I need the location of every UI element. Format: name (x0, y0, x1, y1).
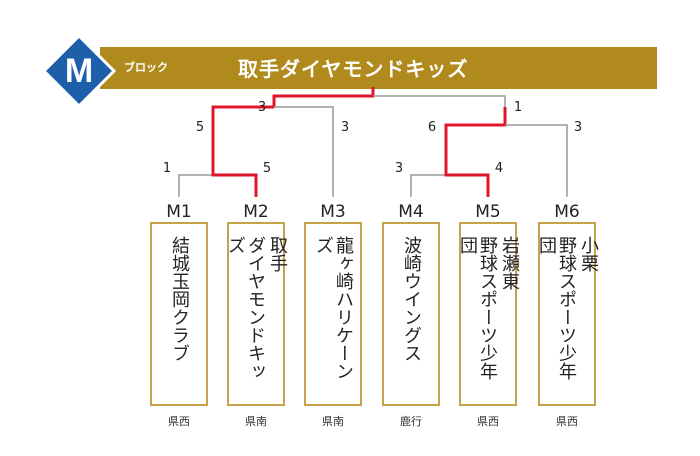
right-semi-loser-line (505, 124, 568, 197)
team-code-m6: M6 (554, 202, 580, 222)
team-code-m3: M3 (320, 202, 346, 222)
score-r1-m2: 5 (262, 161, 272, 176)
r1-right-loser-line (410, 174, 446, 197)
final-right-line (373, 95, 506, 107)
score-r2-right-m6: 3 (573, 120, 583, 135)
team-card-m6: 小栗 野球スポーツ少年団 (536, 222, 599, 406)
team-code-m1: M1 (166, 202, 192, 222)
region-m2: 県南 (245, 415, 267, 428)
block-letter: M (65, 52, 93, 90)
score-r2-right-winner: 6 (427, 120, 437, 135)
team-name: 結城玉岡クラブ (169, 236, 190, 362)
region-m1: 県西 (168, 415, 190, 428)
team-name-line-2: ダイヤモンドキッズ (225, 236, 266, 380)
team-card-m5: 岩瀬東 野球スポーツ少年団 (457, 222, 520, 406)
team-name-line-2: 野球スポーツ少年団 (457, 236, 498, 380)
team-name: 波崎ウイングス (401, 236, 422, 362)
team-name-line-1: 取手 (267, 236, 288, 272)
team-name-line-1: 岩瀬東 (499, 236, 520, 290)
team-name: 龍ヶ崎ハリケーンズ (313, 236, 354, 380)
block-banner (100, 47, 657, 89)
team-card-m4: 波崎ウイングス (382, 222, 440, 406)
score-r2-left-winner: 5 (195, 120, 205, 135)
score-r2-left-m3: 3 (340, 120, 350, 135)
score-r1-m4: 3 (394, 161, 404, 176)
r1-left-loser-line (178, 174, 213, 197)
region-m4: 鹿行 (400, 415, 422, 428)
team-code-m5: M5 (475, 202, 501, 222)
team-code-m2: M2 (243, 202, 269, 222)
team-name-line-1: 小栗 (578, 236, 599, 272)
team-card-m1: 結城玉岡クラブ (150, 222, 208, 406)
right-semi-winner-line (444, 107, 507, 162)
block-label: ブロック (124, 61, 168, 74)
block-title: 取手ダイヤモンドキッズ (238, 57, 469, 81)
final-left-line (272, 87, 375, 107)
left-semi-winner-line (211, 105, 274, 162)
score-r1-m1: 1 (162, 161, 172, 176)
team-code-m4: M4 (398, 202, 424, 222)
region-m6: 県西 (556, 415, 578, 428)
score-final-left: 3 (257, 100, 267, 115)
score-r1-m5: 4 (494, 161, 504, 176)
r1-left-winner-line (211, 162, 258, 197)
team-card-m2: 取手 ダイヤモンドキッズ (225, 222, 288, 406)
block-badge: M (42, 34, 116, 108)
score-final-right: 1 (513, 100, 523, 115)
region-m5: 県西 (477, 415, 499, 428)
r1-right-winner-line (444, 162, 490, 197)
region-m3: 県南 (322, 415, 344, 428)
team-card-m3: 龍ヶ崎ハリケーンズ (304, 222, 362, 406)
left-semi-loser-line (274, 106, 334, 197)
team-name-line-2: 野球スポーツ少年団 (536, 236, 577, 380)
